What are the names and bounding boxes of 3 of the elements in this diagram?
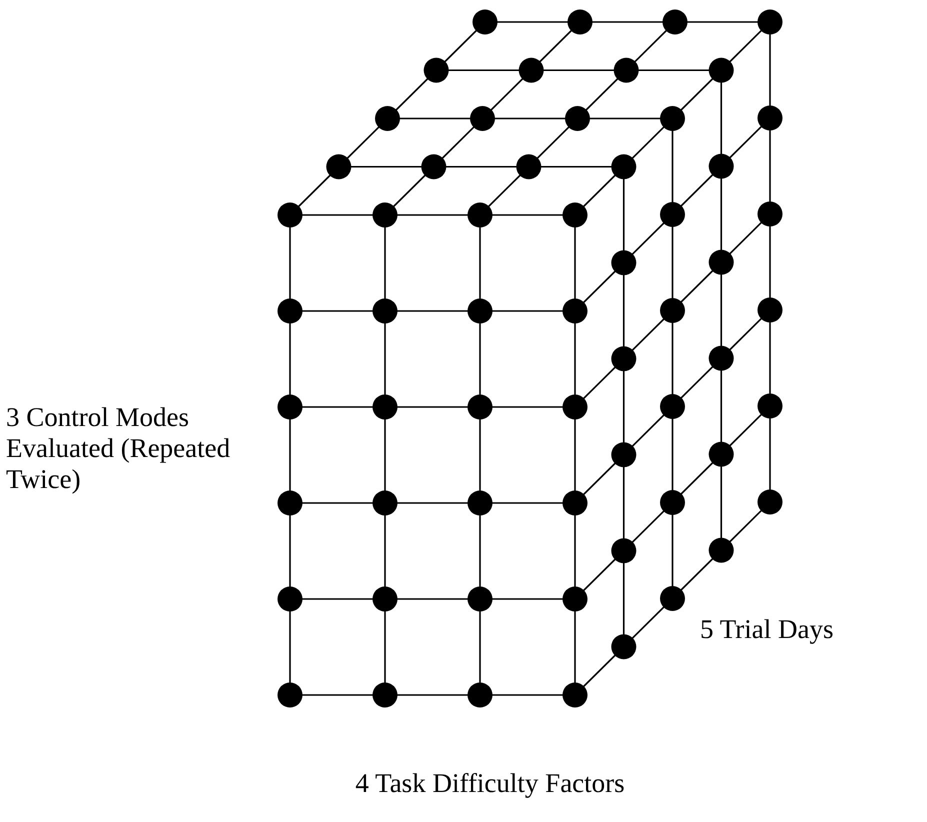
axis-label: 5 Trial Days [700,614,834,645]
axis-label: 3 Control Modes Evaluated (Repeated Twice) [6,402,232,495]
axis-label: 4 Task Difficulty Factors [354,768,626,799]
